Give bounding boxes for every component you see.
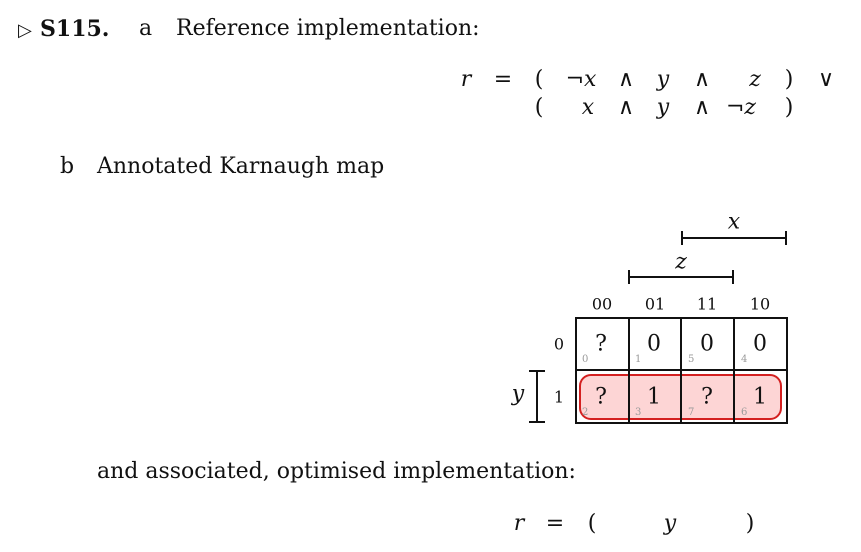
bracket-y-line: [529, 370, 545, 423]
eq1-r1-y: y: [656, 67, 670, 92]
kmap-cell: 0: [700, 331, 714, 357]
col-header-00: 00: [591, 294, 613, 314]
eq1-r1-notx: ¬x: [565, 67, 597, 92]
eq1-r1-close: ): [784, 67, 794, 92]
eq2-equals: =: [545, 511, 565, 536]
eq1-r1-or: ∨: [817, 67, 835, 92]
bracket-z-label: z: [675, 249, 687, 275]
part-a-letter: a: [139, 16, 153, 41]
eq1-r2-and2: ∧: [693, 95, 711, 120]
kmap-grid: [575, 317, 788, 424]
col-header-11: 11: [696, 294, 718, 314]
eq1-r2-x: x: [581, 95, 595, 120]
kmap-cell-index: 6: [741, 407, 748, 418]
kmap-cell-index: 4: [741, 354, 748, 365]
eq2-lhs: r: [513, 511, 525, 536]
eq1-r1-and1: ∧: [617, 67, 635, 92]
bracket-y-label: y: [511, 381, 525, 407]
kmap-cell: 0: [647, 331, 661, 357]
eq1-r2-close: ): [784, 95, 794, 120]
eq1-r1-open: (: [534, 67, 544, 92]
eq2-close: ): [745, 511, 755, 536]
kmap-cell-index: 1: [635, 354, 642, 365]
col-header-01: 01: [644, 294, 666, 314]
eq2-open: (: [587, 511, 597, 536]
eq1-r2-and1: ∧: [617, 95, 635, 120]
row-header-0: 0: [553, 334, 565, 354]
bracket-z-line: [628, 270, 734, 284]
part-b-title: Annotated Karnaugh map: [97, 154, 385, 179]
col-header-10: 10: [749, 294, 771, 314]
kmap-cell: 1: [753, 384, 767, 410]
kmap-cell: ?: [595, 384, 607, 410]
eq1-r2-open: (: [534, 95, 544, 120]
eq1-r1-z: z: [749, 67, 761, 92]
triangle-marker-icon: ▷: [18, 20, 32, 41]
kmap-cell-index: 2: [582, 407, 589, 418]
kmap-cell: ?: [701, 384, 713, 410]
bracket-x-line: [681, 231, 787, 245]
kmap-cell-index: 0: [582, 354, 589, 365]
part-b-letter: b: [60, 154, 75, 179]
eq2-term: y: [663, 511, 677, 536]
eq1-lhs: r: [460, 67, 472, 92]
eq1-r2-notz: ¬z: [725, 95, 757, 120]
kmap-cell-index: 7: [688, 407, 695, 418]
kmap-cell: 1: [647, 384, 661, 410]
part-a-title: Reference implementation:: [176, 16, 480, 41]
row-header-1: 1: [553, 387, 565, 407]
exercise-id: S115.: [40, 16, 110, 42]
bracket-x-label: x: [727, 209, 741, 235]
conclusion-text: and associated, optimised implementation…: [97, 459, 576, 484]
kmap-cell: ?: [595, 331, 607, 357]
kmap-cell: 0: [753, 331, 767, 357]
eq1-r2-y: y: [656, 95, 670, 120]
eq1-equals: =: [493, 67, 513, 92]
kmap-cell-index: 5: [688, 354, 695, 365]
kmap-cell-index: 3: [635, 407, 642, 418]
eq1-r1-and2: ∧: [693, 67, 711, 92]
